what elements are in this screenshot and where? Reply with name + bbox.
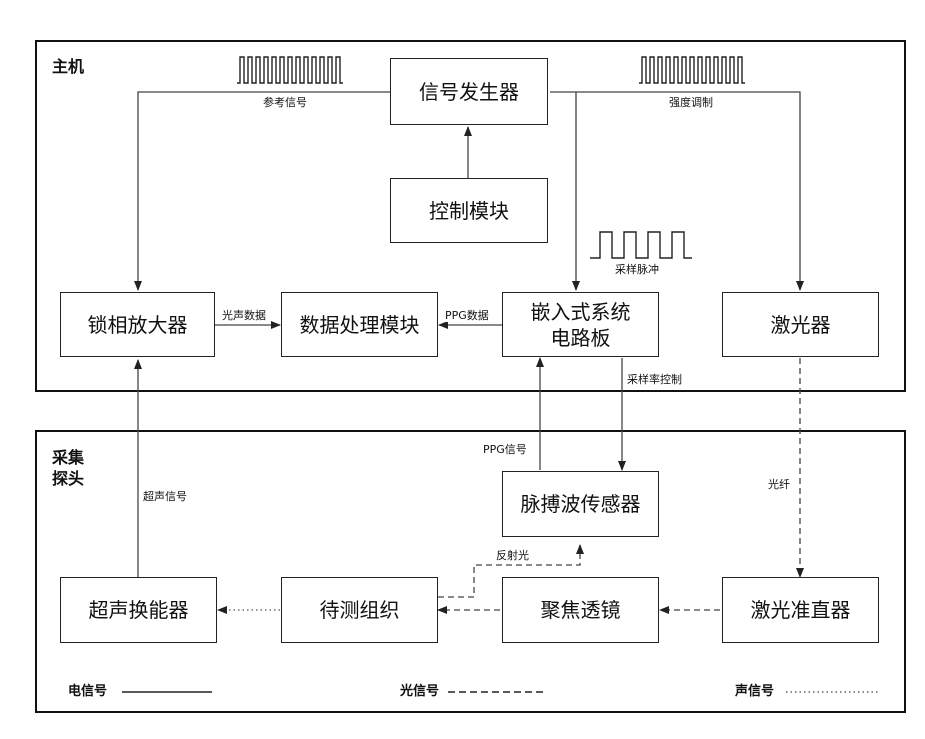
legend-optical: 光信号 bbox=[400, 684, 439, 700]
legend-acoustic: 声信号 bbox=[735, 684, 774, 700]
ultrasonic-signal-label: 超声信号 bbox=[142, 490, 188, 503]
control-module-block: 控制模块 bbox=[390, 178, 548, 243]
pulse-sensor-block: 脉搏波传感器 bbox=[502, 471, 659, 537]
signal-generator-label: 信号发生器 bbox=[419, 79, 519, 105]
intensity-modulation-line bbox=[550, 92, 800, 290]
reflected-light-label: 反射光 bbox=[495, 549, 530, 562]
ppg-signal-label: PPG信号 bbox=[482, 443, 528, 456]
laser-block: 激光器 bbox=[722, 292, 879, 357]
lockin-amplifier-label: 锁相放大器 bbox=[88, 312, 188, 338]
ppg-data-label: PPG数据 bbox=[444, 309, 490, 322]
reference-signal-label: 参考信号 bbox=[262, 96, 308, 109]
focusing-lens-block: 聚焦透镜 bbox=[502, 577, 659, 643]
lockin-amplifier-block: 锁相放大器 bbox=[60, 292, 215, 357]
reference-signal-line bbox=[138, 92, 390, 290]
signal-generator-block: 信号发生器 bbox=[390, 58, 548, 125]
focusing-lens-label: 聚焦透镜 bbox=[541, 597, 621, 623]
sampling-waveform-icon bbox=[590, 232, 692, 258]
photoacoustic-data-label: 光声数据 bbox=[221, 309, 267, 322]
data-processing-label: 数据处理模块 bbox=[300, 312, 420, 338]
embedded-board-block: 嵌入式系统 电路板 bbox=[502, 292, 659, 357]
legend-electrical: 电信号 bbox=[68, 684, 107, 700]
laser-label: 激光器 bbox=[771, 312, 831, 338]
sampling-rate-control-label: 采样率控制 bbox=[626, 373, 683, 386]
modulation-waveform-icon bbox=[639, 57, 745, 83]
embedded-board-label-line2: 电路板 bbox=[551, 325, 611, 351]
data-processing-block: 数据处理模块 bbox=[281, 292, 438, 357]
embedded-board-label-line1: 嵌入式系统 bbox=[531, 299, 631, 325]
ultrasonic-transducer-label: 超声换能器 bbox=[89, 597, 189, 623]
reference-waveform-icon bbox=[237, 57, 343, 83]
laser-collimator-block: 激光准直器 bbox=[722, 577, 879, 643]
tissue-block: 待测组织 bbox=[281, 577, 438, 643]
pulse-sensor-label: 脉搏波传感器 bbox=[521, 491, 641, 517]
tissue-label: 待测组织 bbox=[320, 597, 400, 623]
sampling-pulse-label: 采样脉冲 bbox=[614, 263, 660, 276]
intensity-modulation-label: 强度调制 bbox=[668, 96, 714, 109]
optical-fiber-label: 光纤 bbox=[767, 478, 791, 491]
ultrasonic-transducer-block: 超声换能器 bbox=[60, 577, 217, 643]
control-module-label: 控制模块 bbox=[429, 198, 509, 224]
laser-collimator-label: 激光准直器 bbox=[751, 597, 851, 623]
